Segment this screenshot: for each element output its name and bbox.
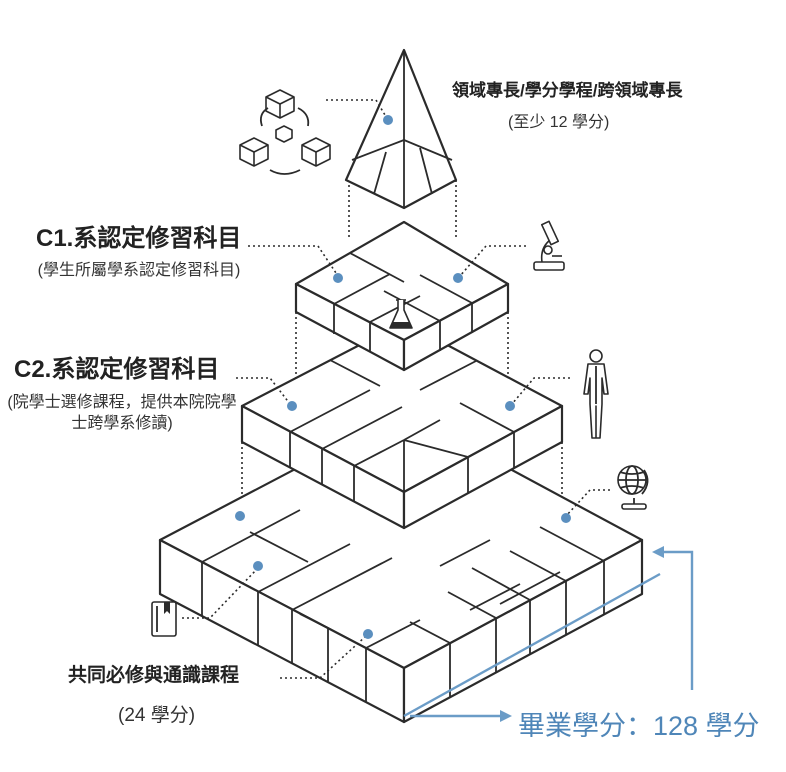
c1-subtitle: (學生所屬學系認定修習科目) — [37, 262, 241, 279]
base-tier-title: 共同必修與通識課程 — [68, 665, 240, 686]
callout-connectors — [182, 99, 610, 679]
base-tier — [158, 410, 644, 724]
book-icon — [151, 601, 177, 637]
human-body-icon — [583, 349, 609, 439]
c1-title: C1.系認定修習科目 — [36, 225, 242, 252]
microscope-icon — [533, 220, 565, 271]
base-tier-subtitle: (24 學分) — [118, 705, 196, 726]
c2-title: C2.系認定修習科目 — [14, 356, 220, 383]
tier-dots — [235, 115, 571, 639]
top-tier-title: 領域專長/學分學程/跨領域專長 — [452, 81, 683, 100]
c2-tier — [240, 320, 564, 530]
c2-subtitle: (院學士選修課程，提供本院院學士跨學系修讀) — [7, 394, 237, 432]
cubes-network-icon — [239, 89, 331, 175]
top-tier — [344, 48, 458, 210]
top-tier-subtitle: (至少 12 學分) — [508, 114, 610, 131]
total-credits-label: 畢業學分：128 學分 — [518, 711, 760, 741]
c1-tier — [294, 220, 510, 372]
credit-arrow — [403, 546, 694, 722]
flask-icon — [389, 299, 413, 329]
globe-icon — [617, 465, 649, 510]
